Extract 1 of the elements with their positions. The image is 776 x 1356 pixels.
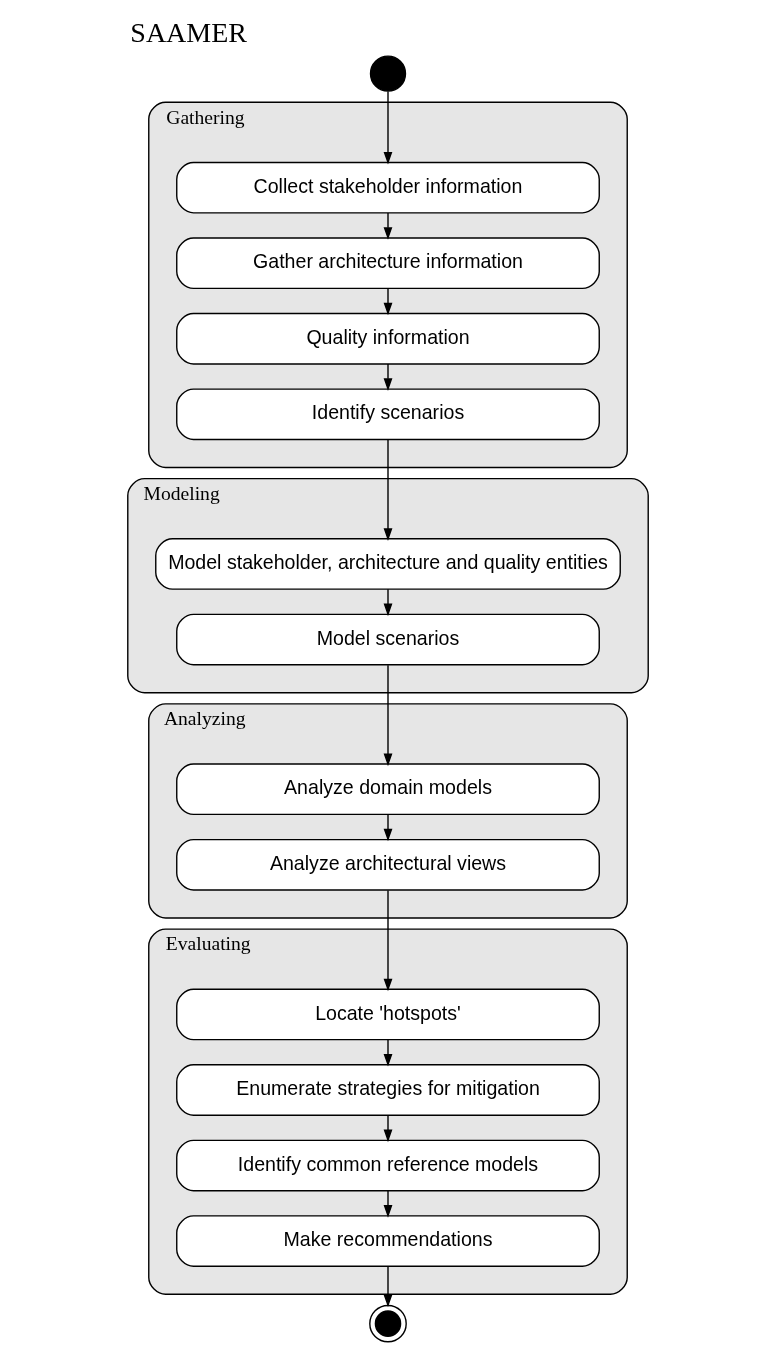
diagram-title: SAAMER: [130, 17, 247, 49]
